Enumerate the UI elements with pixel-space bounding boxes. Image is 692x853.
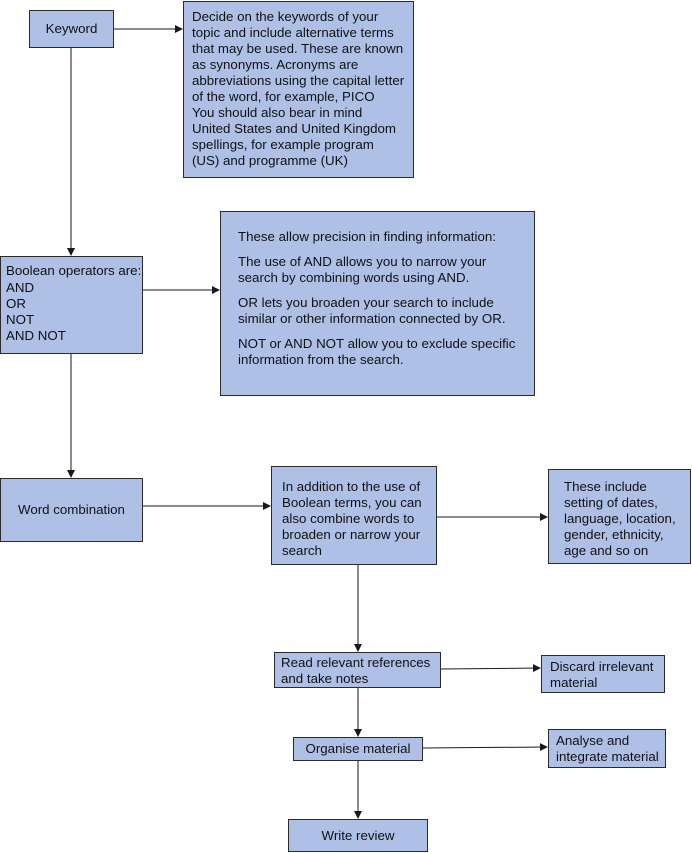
boolean-description-box: These allow precision in finding informa… bbox=[220, 211, 535, 396]
organise-material-box: Organise material bbox=[293, 737, 423, 761]
keyword-description-line: of the word, for example, PICO bbox=[192, 89, 375, 104]
combination-description-line: search bbox=[282, 543, 322, 558]
boolean-description-line: These allow precision in finding informa… bbox=[238, 229, 496, 244]
analyse-material-line: integrate material bbox=[556, 749, 659, 764]
boolean-operators-title: Boolean operators are: bbox=[6, 263, 142, 278]
keyword-description-line: (US) and programme (UK) bbox=[192, 153, 348, 168]
boolean-description-line: similar or other information connected b… bbox=[238, 311, 506, 326]
boolean-description-line: search by combining words using AND. bbox=[238, 270, 470, 285]
boolean-operators-box: Boolean operators are: AND OR NOT AND NO… bbox=[0, 256, 143, 354]
boolean-operator-item: NOT bbox=[6, 312, 35, 327]
boolean-description-line: The use of AND allows you to narrow your bbox=[238, 254, 487, 269]
analyse-material-line: Analyse and bbox=[556, 733, 630, 748]
discard-material-box: Discard irrelevant material bbox=[541, 655, 665, 693]
combination-description-box: In addition to the use of Boolean terms,… bbox=[271, 466, 437, 565]
boolean-operator-item: AND NOT bbox=[6, 328, 66, 343]
write-review-box: Write review bbox=[288, 819, 428, 852]
boolean-description-paragraph: The use of AND allows you to narrow your… bbox=[238, 254, 517, 286]
keyword-description-box: Decide on the keywords of your topic and… bbox=[183, 1, 414, 178]
boolean-description-line: OR lets you broaden your search to inclu… bbox=[238, 295, 494, 310]
boolean-description-line: NOT or AND NOT allow you to exclude spec… bbox=[238, 336, 516, 351]
search-limits-line: age and so on bbox=[564, 543, 649, 558]
combination-description-line: In addition to the use of bbox=[282, 479, 421, 494]
keyword-description-line: Decide on the keywords of your bbox=[192, 9, 379, 24]
read-references-box: Read relevant references and take notes bbox=[274, 652, 441, 688]
boolean-description-paragraph: NOT or AND NOT allow you to exclude spec… bbox=[238, 336, 517, 368]
write-review-label: Write review bbox=[321, 827, 395, 843]
organise-material-label: Organise material bbox=[305, 741, 411, 756]
read-references-line: and take notes bbox=[281, 671, 369, 686]
keyword-description-line: abbreviations using the capital letter bbox=[192, 73, 405, 88]
keyword-box: Keyword bbox=[29, 10, 114, 48]
search-limits-line: setting of dates, bbox=[564, 495, 658, 510]
keyword-description-line: topic and include alternative terms bbox=[192, 25, 394, 40]
combination-description-line: Boolean terms, you can bbox=[282, 495, 422, 510]
word-combination-box: Word combination bbox=[0, 478, 143, 542]
boolean-description-line: information from the search. bbox=[238, 352, 404, 367]
arrow-read-to-discard bbox=[440, 664, 541, 673]
analyse-material-box: Analyse and integrate material bbox=[548, 729, 666, 768]
boolean-description-paragraph: OR lets you broaden your search to inclu… bbox=[238, 295, 517, 327]
search-limits-box: These include setting of dates, language… bbox=[548, 469, 691, 564]
boolean-description-paragraph: These allow precision in finding informa… bbox=[238, 229, 517, 245]
keyword-label: Keyword bbox=[45, 21, 98, 36]
combination-description-line: broaden or narrow your bbox=[282, 527, 421, 542]
keyword-description-line: that may be used. These are known bbox=[192, 41, 404, 56]
combination-description-line: also combine words to bbox=[282, 511, 415, 526]
search-limits-line: language, location, bbox=[564, 511, 676, 526]
read-references-line: Read relevant references bbox=[281, 655, 431, 670]
word-combination-label: Word combination bbox=[18, 502, 125, 517]
keyword-description-line: You should also bear in mind bbox=[192, 105, 363, 120]
discard-material-line: Discard irrelevant bbox=[550, 659, 654, 674]
discard-material-line: material bbox=[550, 675, 598, 690]
boolean-operator-item: OR bbox=[6, 296, 26, 311]
arrow-organise-to-analyse bbox=[422, 743, 548, 752]
keyword-description-line: as synonyms. Acronyms are bbox=[192, 57, 359, 72]
search-limits-line: These include bbox=[564, 479, 647, 494]
keyword-description-line: spellings, for example program bbox=[192, 137, 374, 152]
search-limits-line: gender, ethnicity, bbox=[564, 527, 664, 542]
boolean-operator-item: AND bbox=[6, 280, 35, 295]
keyword-description-line: United States and United Kingdom bbox=[192, 121, 397, 136]
